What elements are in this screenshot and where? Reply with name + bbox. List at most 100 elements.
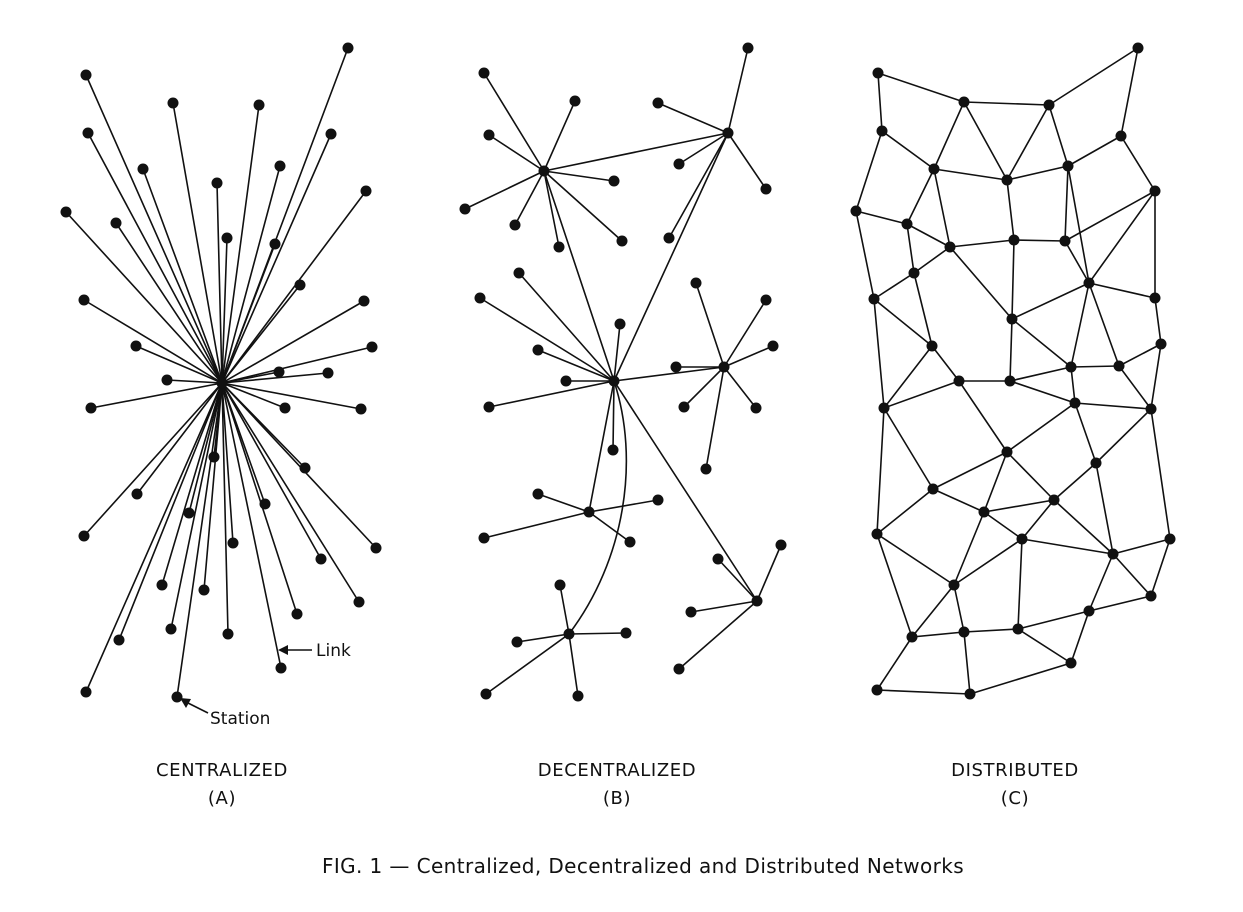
mesh-link: [1112, 538, 1171, 555]
station: [670, 361, 682, 373]
mesh-link: [1088, 282, 1156, 299]
station: [944, 241, 956, 253]
local-link: [723, 366, 757, 409]
station: [355, 403, 367, 415]
station: [926, 340, 938, 352]
mesh-link: [876, 533, 955, 586]
mesh-link: [949, 246, 1013, 320]
centralized-link: [83, 299, 223, 384]
station: [211, 177, 223, 189]
station: [110, 217, 122, 229]
station: [509, 219, 521, 231]
mesh-link: [1006, 451, 1055, 501]
mesh-link: [963, 631, 971, 695]
centralized-link: [135, 345, 223, 384]
mesh-link: [911, 631, 965, 638]
station: [113, 634, 125, 646]
local-link: [727, 47, 749, 134]
station: [700, 463, 712, 475]
mesh-link: [1088, 595, 1152, 612]
centralized-link: [115, 222, 223, 384]
local-link: [568, 633, 579, 697]
centralized-link: [166, 379, 223, 384]
station: [360, 185, 372, 197]
mesh-link: [953, 584, 965, 633]
local-link: [668, 132, 729, 239]
station: [82, 127, 94, 139]
distributed-network: [850, 42, 1176, 700]
centralized-link: [221, 382, 360, 603]
centralized-link: [87, 132, 223, 384]
local-link: [514, 170, 545, 226]
figure-caption: FIG. 1 — Centralized, Decentralized and …: [322, 854, 964, 878]
mesh-link: [1074, 402, 1097, 464]
backbone-link: [588, 380, 615, 513]
station: [60, 206, 72, 218]
station: [1083, 277, 1095, 289]
local-link: [464, 170, 545, 210]
mesh-link: [969, 662, 1072, 695]
local-link: [588, 499, 659, 513]
station: [1001, 446, 1013, 458]
station: [652, 97, 664, 109]
local-link: [479, 297, 615, 382]
local-link: [588, 511, 631, 543]
station: [1069, 397, 1081, 409]
centralized-link: [136, 382, 223, 495]
mesh-link: [1009, 380, 1076, 404]
station: [259, 498, 271, 510]
centralized-link: [221, 371, 280, 384]
station: [156, 579, 168, 591]
mesh-link: [855, 210, 875, 300]
station: [1012, 623, 1024, 635]
station: [1065, 657, 1077, 669]
station: [673, 158, 685, 170]
station: [299, 462, 311, 474]
panel-a-letter: (A): [208, 788, 236, 809]
station: [269, 238, 281, 250]
mesh-link: [932, 488, 985, 513]
station: [315, 553, 327, 565]
mesh-link: [1118, 343, 1162, 367]
mesh-link: [876, 689, 971, 695]
mesh-link: [1120, 135, 1156, 192]
local-link: [723, 299, 767, 368]
station: [222, 628, 234, 640]
local-link: [483, 511, 590, 539]
hub-station: [583, 506, 595, 518]
mesh-link: [876, 533, 913, 638]
local-link: [678, 600, 758, 670]
station: [678, 401, 690, 413]
mesh-link: [1067, 165, 1090, 284]
mesh-link: [1154, 297, 1162, 345]
station: [478, 67, 490, 79]
mesh-link: [906, 223, 951, 248]
station: [876, 125, 888, 137]
panel-b-letter: (B): [603, 788, 631, 809]
centralized-link: [83, 382, 223, 537]
mesh-link: [933, 168, 951, 248]
station: [137, 163, 149, 175]
station: [1115, 130, 1127, 142]
mesh-link: [931, 345, 960, 382]
centralized-link: [221, 382, 229, 635]
centralized-link: [85, 382, 223, 693]
local-link: [485, 633, 570, 695]
centralized-link: [221, 382, 286, 409]
local-link: [568, 632, 627, 635]
mesh-link: [873, 272, 915, 300]
station: [901, 218, 913, 230]
station: [353, 596, 365, 608]
station: [673, 663, 685, 675]
centralized-link: [176, 382, 223, 698]
mesh-link: [881, 130, 935, 170]
mesh-link: [933, 101, 965, 170]
station: [1059, 235, 1071, 247]
station: [1155, 338, 1167, 350]
centralized-link: [221, 237, 228, 384]
mesh-link: [1070, 366, 1076, 404]
centralized-link: [118, 382, 223, 641]
mesh-link: [1006, 402, 1076, 453]
mesh-link: [1095, 462, 1114, 555]
